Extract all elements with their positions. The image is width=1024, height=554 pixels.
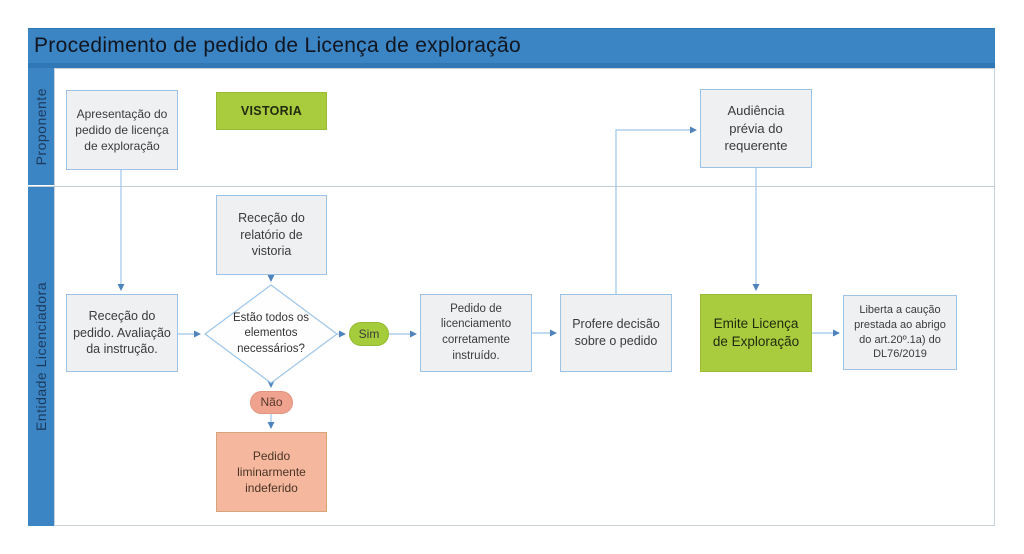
node-pedido-instruido: Pedido de licenciamento corretamente ins…: [420, 294, 532, 372]
lane-label-proponente: Proponente: [33, 87, 49, 166]
node-vistoria: VISTORIA: [216, 92, 327, 130]
node-liberta-caucao: Liberta a caução prestada ao abrigo do a…: [843, 295, 957, 370]
diagram-title-bar: Procedimento de pedido de Licença de exp…: [28, 28, 995, 63]
node-pedido-indeferido: Pedido liminarmente indeferido: [216, 432, 327, 512]
diagram-title: Procedimento de pedido de Licença de exp…: [34, 34, 521, 57]
node-emite-licenca: Emite Licença de Exploração: [700, 294, 812, 372]
title-bar-edge: [28, 63, 995, 68]
node-rececao-relatorio-vistoria: Receção do relatório de vistoria: [216, 195, 327, 275]
decision-diamond-label: Estão todos os elementos necessários?: [232, 311, 310, 355]
node-audiencia-previa: Audiência prévia do requerente: [700, 89, 812, 168]
lane-strip-proponente: Proponente: [28, 68, 54, 185]
node-apresentacao-pedido: Apresentação do pedido de licença de exp…: [66, 90, 178, 170]
branch-label-nao: Não: [250, 391, 293, 414]
node-rececao-pedido: Receção do pedido. Avaliação da instruçã…: [66, 294, 178, 372]
lane-divider: [28, 186, 995, 187]
lane-strip-entidade-licenciadora: Entidade Licenciadora: [28, 187, 54, 526]
lane-label-entidade-licenciadora: Entidade Licenciadora: [33, 281, 49, 432]
node-profere-decisao: Profere decisão sobre o pedido: [560, 294, 672, 372]
branch-label-sim: Sim: [349, 322, 389, 346]
